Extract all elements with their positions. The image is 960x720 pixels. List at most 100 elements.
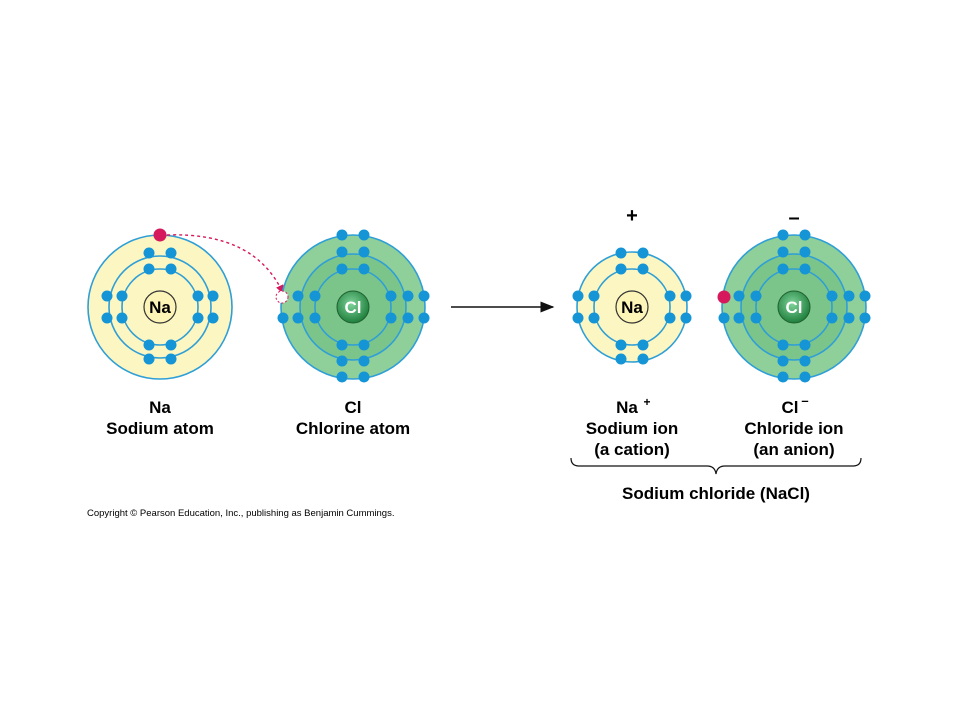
- electron: [192, 312, 204, 324]
- electron: [336, 246, 348, 258]
- copyright-notice: Copyright © Pearson Education, Inc., pub…: [87, 508, 394, 519]
- electron: [143, 353, 155, 365]
- electron: [664, 312, 676, 324]
- chlorine-nucleus-label: Cl: [345, 298, 362, 317]
- electron: [777, 355, 789, 367]
- electron-transfer-arrow: [166, 234, 284, 295]
- electron: [777, 246, 789, 258]
- electron: [637, 247, 649, 259]
- chlorine-inner-shell: [314, 268, 392, 346]
- electron: [826, 312, 838, 324]
- electron: [165, 353, 177, 365]
- electron: [165, 263, 177, 275]
- electron: [843, 312, 855, 324]
- electron: [358, 246, 370, 258]
- electron: [588, 290, 600, 302]
- sodium-ion: + Na: [572, 205, 692, 365]
- sodium-inner-shell: [121, 268, 199, 346]
- electron: [101, 312, 113, 324]
- electron: [385, 312, 397, 324]
- chloride-nucleus-label: Cl: [786, 298, 803, 317]
- chloride-inner-shell: [755, 268, 833, 346]
- electron: [336, 263, 348, 275]
- chlorine-atom: Cl: [275, 229, 430, 383]
- electron: [680, 290, 692, 302]
- electron: [615, 353, 627, 365]
- electron: [101, 290, 113, 302]
- electron: [859, 290, 871, 302]
- sodium-nucleus: [143, 290, 177, 324]
- electron: [799, 339, 811, 351]
- electron: [637, 353, 649, 365]
- sodium-atom-name: Sodium atom: [106, 419, 214, 438]
- electron: [799, 355, 811, 367]
- electron: [143, 339, 155, 351]
- electron: [826, 290, 838, 302]
- electron: [207, 312, 219, 324]
- sodium-ion-inner-shell: [593, 268, 671, 346]
- electron: [309, 312, 321, 324]
- compound-label: Sodium chloride (NaCl): [622, 484, 810, 503]
- electron: [358, 263, 370, 275]
- chloride-electrons: [718, 229, 871, 383]
- sodium-ion-charge-superscript: +: [643, 395, 650, 409]
- electron: [358, 339, 370, 351]
- electron: [116, 290, 128, 302]
- chloride-ion-charge-superscript: –: [801, 393, 808, 408]
- electron: [385, 290, 397, 302]
- electron: [572, 312, 584, 324]
- electron: [358, 371, 370, 383]
- electron: [843, 290, 855, 302]
- electron: [292, 312, 304, 324]
- chlorine-electrons: [277, 229, 430, 383]
- electron: [637, 339, 649, 351]
- electron: [733, 290, 745, 302]
- electron: [777, 229, 789, 241]
- electron: [777, 263, 789, 275]
- sodium-nucleus-label: Na: [149, 298, 171, 317]
- electron: [615, 247, 627, 259]
- electron: [799, 246, 811, 258]
- chloride-nucleus: [777, 290, 811, 324]
- electron: [588, 312, 600, 324]
- chloride-ion-name: Chloride ion: [744, 419, 843, 438]
- electron: [402, 312, 414, 324]
- electron: [777, 339, 789, 351]
- electron-vacancy: [275, 290, 289, 304]
- electron: [799, 263, 811, 275]
- electron: [572, 290, 584, 302]
- electron: [680, 312, 692, 324]
- electron: [207, 290, 219, 302]
- electron: [165, 339, 177, 351]
- electron: [418, 290, 430, 302]
- electron: [277, 312, 289, 324]
- electron: [143, 263, 155, 275]
- electron: [799, 371, 811, 383]
- sodium-ion-nucleus: [615, 290, 649, 324]
- electron: [336, 355, 348, 367]
- chloride-ion-note: (an anion): [753, 440, 834, 459]
- chloride-ion-symbol: Cl: [782, 398, 799, 417]
- sodium-electrons: [101, 247, 219, 365]
- sodium-atom-symbol: Na: [149, 398, 171, 417]
- sodium-middle-shell: [108, 255, 212, 359]
- electron: [309, 290, 321, 302]
- electron: [777, 371, 789, 383]
- chloride-ion-charge-mark: –: [788, 207, 799, 229]
- chloride-ion: – Cl: [717, 207, 871, 383]
- chlorine-atom-name: Chlorine atom: [296, 419, 410, 438]
- electron: [859, 312, 871, 324]
- electron: [358, 229, 370, 241]
- sodium-ion-electrons: [572, 247, 692, 365]
- electron: [402, 290, 414, 302]
- sodium-atom: Na: [87, 228, 233, 380]
- sodium-ion-note: (a cation): [594, 440, 670, 459]
- electron: [637, 263, 649, 275]
- electron: [192, 290, 204, 302]
- gained-electron: [717, 290, 731, 304]
- electron: [116, 312, 128, 324]
- electron: [336, 371, 348, 383]
- sodium-ion-name: Sodium ion: [586, 419, 679, 438]
- electron: [750, 312, 762, 324]
